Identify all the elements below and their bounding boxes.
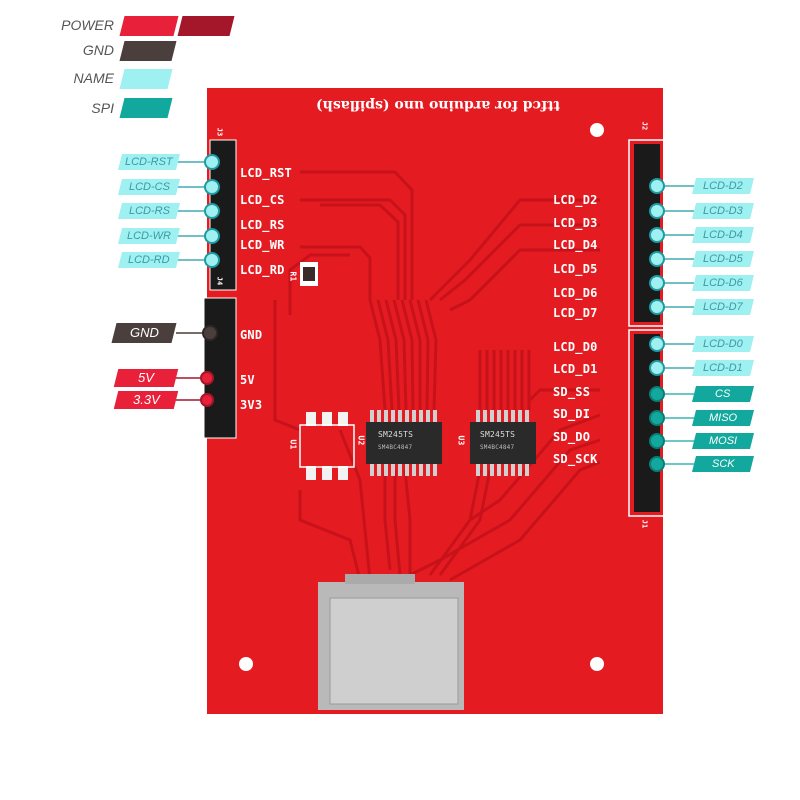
tag-5v: 5V: [113, 369, 179, 387]
tag-lcd-rst: LCD-RST: [118, 154, 180, 170]
u1-footprint: [306, 412, 348, 480]
silk-sd-sck: SD_SCK: [553, 452, 598, 466]
chip-u2: [366, 410, 442, 476]
legend-power-label: POWER: [61, 17, 114, 33]
tag-lcd-d2: LCD-D2: [692, 178, 754, 194]
tag-lcd-cs: LCD-CS: [118, 179, 180, 195]
tag-spi-sck: SCK: [692, 456, 754, 472]
tag-lcd-rd: LCD-RD: [118, 252, 180, 268]
pin-3v3: [200, 393, 214, 407]
pcb-traces: [273, 170, 601, 582]
chip-u3: [470, 410, 536, 476]
silk-lcd-d1: LCD_D1: [553, 362, 598, 376]
pin-gnd: [202, 325, 218, 341]
tag-3v3: 3.3V: [113, 391, 179, 409]
silk-lcd-d0: LCD_D0: [553, 340, 598, 354]
r1-designator: R1: [288, 271, 298, 282]
mounting-hole: [590, 657, 604, 671]
pin-lcd-d2: [649, 178, 665, 194]
pin-lcd-d0: [649, 336, 665, 352]
silk-sd-di: SD_DI: [553, 407, 591, 421]
mounting-hole: [239, 657, 253, 671]
legend-gnd-label: GND: [82, 42, 114, 58]
pin-mosi: [649, 433, 665, 449]
silk-lcd-d4: LCD_D4: [553, 238, 598, 252]
pin-lcd-wr: [204, 228, 220, 244]
pin-lcd-d3: [649, 203, 665, 219]
mounting-hole: [590, 123, 604, 137]
u3-designator: U3: [456, 435, 466, 446]
j3-designator: J3: [215, 127, 224, 137]
j2-designator: J2: [640, 121, 649, 131]
pin-lcd-d5: [649, 251, 665, 267]
silk-5v: 5V: [240, 373, 255, 387]
tag-lcd-rs: LCD-RS: [118, 203, 180, 219]
pin-lcd-rd: [204, 252, 220, 268]
silk-3v3: 3V3: [240, 398, 263, 412]
tag-lcd-d4: LCD-D4: [692, 227, 754, 243]
header-j1: [203, 139, 237, 439]
legend-name-label: NAME: [73, 70, 114, 86]
board-title: ttfcd for arduino uno (spiflash): [316, 97, 560, 113]
legend-spi-label: SPI: [91, 100, 114, 116]
silk-lcd-d6: LCD_D6: [553, 286, 598, 300]
pin-lcd-d4: [649, 227, 665, 243]
u2-chip-sublabel: SM4BC4847: [378, 444, 413, 451]
pin-sck: [649, 456, 665, 472]
pin-miso: [649, 410, 665, 426]
tag-spi-cs: CS: [692, 386, 754, 402]
u1-designator: U1: [288, 439, 298, 450]
tag-lcd-d3: LCD-D3: [692, 203, 754, 219]
j4-designator: J4: [215, 276, 224, 286]
pin-lcd-d6: [649, 275, 665, 291]
silk-lcd-rs: LCD_RS: [240, 218, 285, 232]
silk-sd-do: SD_DO: [553, 430, 591, 444]
tag-spi-mosi: MOSI: [692, 433, 754, 449]
tag-lcd-d1: LCD-D1: [692, 360, 754, 376]
silk-lcd-rd: LCD_RD: [240, 263, 285, 277]
tag-lcd-wr: LCD-WR: [118, 228, 180, 244]
silk-lcd-d2: LCD_D2: [553, 193, 598, 207]
tag-lcd-d7: LCD-D7: [692, 299, 754, 315]
u3-chip-sublabel: SM4BC4847: [480, 444, 515, 451]
tag-lcd-d6: LCD-D6: [692, 275, 754, 291]
pin-lcd-d1: [649, 360, 665, 376]
pin-lcd-rst: [204, 154, 220, 170]
silk-lcd-d7: LCD_D7: [553, 306, 598, 320]
sd-card-slot: [318, 574, 464, 710]
pin-lcd-cs: [204, 179, 220, 195]
silk-lcd-d5: LCD_D5: [553, 262, 598, 276]
tag-lcd-d5: LCD-D5: [692, 251, 754, 267]
u3-chip-label: SM245TS: [480, 430, 516, 439]
silk-sd-ss: SD_SS: [553, 385, 591, 399]
silk-lcd-rst: LCD_RST: [240, 166, 292, 180]
pin-5v: [200, 371, 214, 385]
silk-lcd-cs: LCD_CS: [240, 193, 285, 207]
u2-chip-label: SM245TS: [378, 430, 414, 439]
silk-lcd-d3: LCD_D3: [553, 216, 598, 230]
tag-gnd: GND: [111, 323, 177, 343]
silk-gnd: GND: [240, 328, 263, 342]
pin-lcd-d7: [649, 299, 665, 315]
tag-lcd-d0: LCD-D0: [692, 336, 754, 352]
u2-designator: U2: [356, 435, 366, 446]
pin-lcd-rs: [204, 203, 220, 219]
tag-spi-miso: MISO: [692, 410, 754, 426]
silk-lcd-wr: LCD_WR: [240, 238, 285, 252]
j1-designator: J1: [640, 519, 649, 529]
pin-cs: [649, 386, 665, 402]
